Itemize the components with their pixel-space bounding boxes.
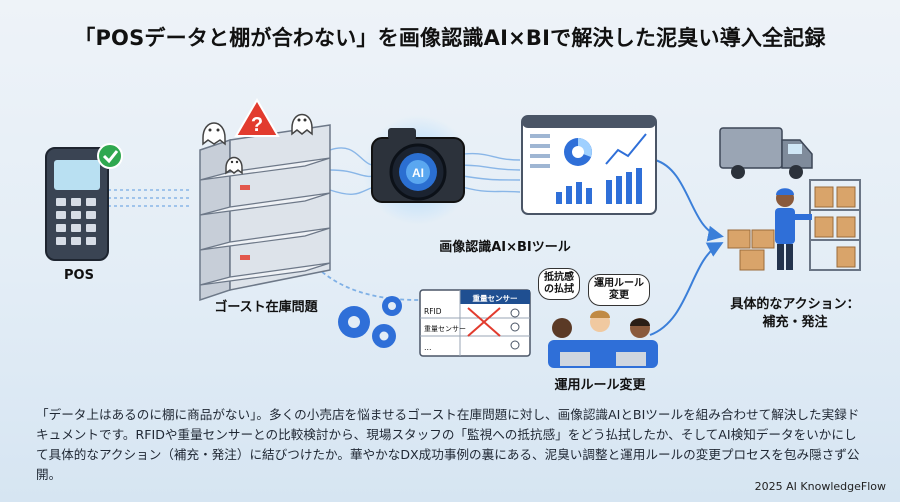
speech-bubble-resistance: 抵抗感 の払拭 bbox=[538, 268, 580, 300]
check-icon bbox=[97, 143, 123, 169]
table-row: … bbox=[424, 343, 432, 352]
empty-shelf-icon bbox=[199, 124, 331, 302]
warehouse-worker-icon bbox=[727, 179, 861, 271]
ai-camera-icon bbox=[363, 115, 473, 225]
bi-dashboard-icon bbox=[521, 115, 657, 215]
comparison-table-icon bbox=[419, 289, 531, 357]
table-row: 重量センサー bbox=[424, 325, 466, 333]
truck-icon bbox=[719, 127, 813, 179]
description-text: 「データ上はあるのに棚に商品がない」。多くの小売店を悩ませるゴースト在庫問題に対… bbox=[36, 407, 860, 482]
page-title: 「POSデータと棚が合わない」を画像認識AI×BIで解決した泥臭い導入全記録 bbox=[74, 26, 826, 50]
pos-terminal-icon bbox=[45, 147, 109, 261]
rule-change-label: 運用ルール変更 bbox=[554, 378, 646, 393]
staff-team-icon bbox=[548, 310, 658, 368]
credit-text: 2025 AI KnowledgeFlow bbox=[754, 480, 886, 493]
pos-label: POS bbox=[64, 268, 94, 283]
ghost-inventory-label: ゴースト在庫問題 bbox=[214, 300, 318, 315]
action-label-line2: 補充・発注 bbox=[762, 315, 828, 330]
svg-text:?: ? bbox=[251, 114, 263, 136]
speech-bubble-rule-change: 運用ルール 変更 bbox=[588, 274, 650, 306]
warning-icon: ? bbox=[234, 98, 280, 137]
action-label-line1: 具体的なアクション： bbox=[730, 297, 860, 312]
ai-bi-label: 画像認識AI×BIツール bbox=[439, 240, 571, 255]
table-header: 重量センサー bbox=[473, 293, 518, 303]
table-row: RFID bbox=[424, 307, 442, 316]
ghost-icon bbox=[202, 113, 313, 175]
gears-icon bbox=[338, 296, 402, 348]
camera-ai-label: AI bbox=[412, 166, 424, 180]
